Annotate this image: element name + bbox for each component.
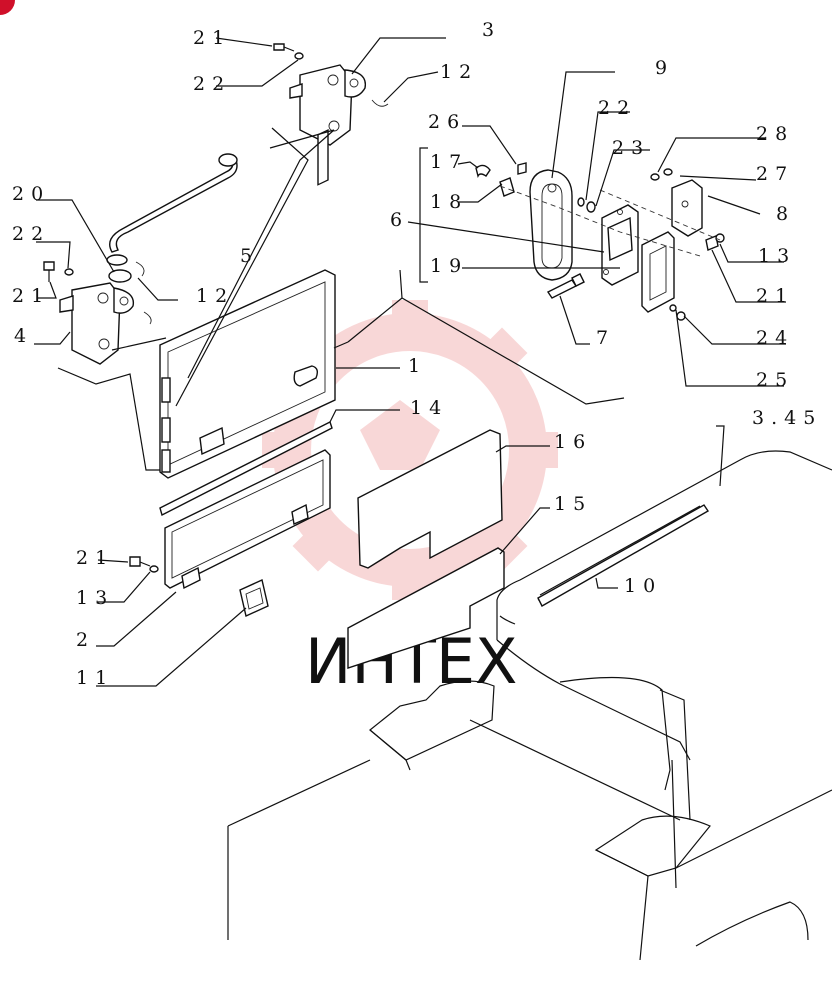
callout-label: 5: [240, 245, 259, 267]
part-bolt-21d: [129, 556, 159, 573]
callout-labels: 3 21 22 12 9 26 22 28 17 23 27 20 18 8 2…: [12, 19, 822, 689]
part-panel-main: [159, 129, 336, 479]
callout-label: 12: [440, 61, 478, 83]
callout-label: 21: [12, 285, 50, 307]
callout-label: 3.45: [752, 407, 822, 429]
callout-label: 20: [12, 183, 50, 205]
callout-label: 1: [408, 355, 427, 377]
callout-label: 8: [776, 203, 795, 225]
callout-label: 14: [410, 397, 448, 419]
callout-label: 10: [624, 575, 662, 597]
callout-label: 28: [756, 123, 794, 145]
callout-label: 22: [12, 223, 50, 245]
callout-label: 6: [390, 209, 409, 231]
callout-label: 21: [193, 27, 231, 49]
callout-label: 15: [554, 493, 592, 515]
callout-label: 22: [598, 97, 636, 119]
part-escutcheon: [641, 231, 675, 313]
callout-label: 2: [76, 629, 95, 651]
part-pin-12a: [371, 99, 389, 107]
callout-label: 13: [76, 587, 114, 609]
callout-label: 16: [554, 431, 592, 453]
callout-label: 24: [756, 327, 794, 349]
callout-label: 27: [756, 163, 794, 185]
corner-badge: [0, 0, 15, 15]
leader-lines: [34, 37, 786, 687]
callout-label: 22: [193, 73, 231, 95]
callout-label: 13: [758, 245, 796, 267]
callout-label: 9: [655, 57, 674, 79]
part-hinge-lower: [59, 282, 135, 365]
callout-label: 23: [612, 137, 650, 159]
part-rod: [106, 153, 238, 283]
part-pin-12b: [135, 261, 152, 325]
callout-label: 11: [76, 667, 114, 689]
callout-label: 7: [596, 327, 615, 349]
group-bracket: [419, 147, 428, 283]
part-bolt-21c: [43, 261, 74, 282]
part-bolt-21a: [273, 43, 304, 60]
part-panel-lower: [164, 449, 331, 590]
part-grommet: [239, 579, 269, 617]
part-latch-block: [601, 204, 639, 286]
part-small-hardware: [475, 162, 725, 321]
part-handle-frame: [529, 169, 573, 281]
callout-label: 17: [430, 151, 468, 173]
part-pin-7: [546, 273, 585, 299]
callout-label: 21: [76, 547, 114, 569]
assembly-axis-dash: [499, 185, 701, 257]
callout-label: 3: [482, 19, 501, 41]
assembly-axis-dash-2: [599, 189, 721, 241]
part-insulation-lower: [347, 547, 505, 669]
callout-label: 21: [756, 285, 794, 307]
callout-label: 25: [756, 369, 794, 391]
callout-label: 19: [430, 255, 468, 277]
part-hinge-upper: [289, 64, 367, 146]
cabin-body: [227, 450, 832, 961]
callout-label: 26: [428, 111, 466, 133]
callout-label: 18: [430, 191, 468, 213]
callout-label: 4: [14, 325, 33, 347]
callout-label: 12: [196, 285, 234, 307]
part-strip: [159, 421, 333, 517]
part-insulation-upper: [357, 429, 503, 569]
part-bracket-8: [671, 179, 703, 237]
